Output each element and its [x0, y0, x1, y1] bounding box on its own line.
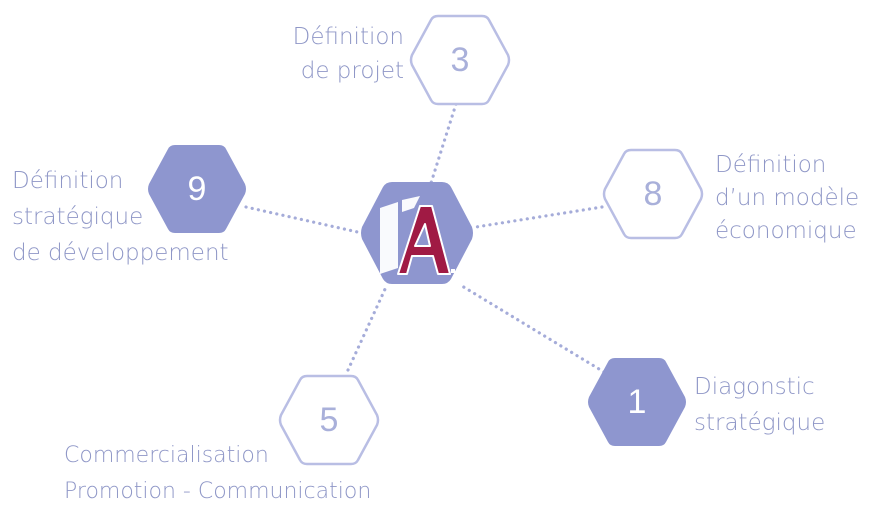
node-1-label-line-1: Diagonstic: [694, 374, 815, 400]
node-8-hexagon: 8: [600, 146, 706, 242]
node-1-label-line-2: stratégique: [694, 410, 826, 436]
node-3-label: Définition de projet: [293, 20, 404, 88]
a-logo-icon: [361, 182, 473, 284]
connector-9: [244, 205, 364, 235]
hexagon-filled-icon: [588, 358, 686, 446]
node-1-label: Diagonstic stratégique: [694, 369, 825, 441]
node-5-label-line-1: Commercialisation: [64, 443, 269, 468]
node-5-label: Commercialisation Promotion - Communicat…: [64, 438, 371, 506]
center-logo: [358, 178, 476, 288]
connector-8: [474, 205, 604, 229]
node-5-number: 5: [319, 401, 339, 439]
node-9-label: Définition stratégique de développement: [12, 163, 229, 271]
node-8-number: 8: [643, 175, 663, 213]
hexagon-outline-icon: [602, 148, 704, 240]
node-3-number: 3: [450, 41, 470, 79]
node-3-hexagon: 3: [407, 12, 513, 108]
node-9-label-line-3: de développement: [12, 240, 229, 266]
node-5-label-line-2: Promotion - Communication: [64, 479, 372, 504]
node-5-hexagon: 5: [276, 372, 382, 468]
node-8-label-line-3: économique: [715, 218, 857, 244]
node-8-label: Définition d’un modèle économique: [715, 149, 859, 248]
node-1-hexagon: 1: [584, 354, 690, 450]
node-9-label-line-2: stratégique: [12, 204, 144, 230]
node-8-label-line-2: d’un modèle: [715, 185, 860, 211]
connector-3: [429, 102, 458, 185]
connector-5: [346, 285, 388, 372]
node-3-label-line-2: de projet: [300, 58, 404, 84]
hexagon-outline-icon: [278, 374, 380, 466]
node-9-hexagon: 9: [144, 141, 250, 237]
node-9-label-line-1: Définition: [12, 168, 124, 194]
hexagon-outline-icon: [409, 14, 511, 106]
node-8-label-line-1: Définition: [715, 152, 827, 178]
node-9-number: 9: [187, 170, 207, 208]
hexagon-filled-icon: [148, 145, 246, 233]
node-1-number: 1: [627, 383, 647, 421]
connector-1: [460, 284, 606, 374]
node-3-label-line-1: Définition: [292, 24, 404, 50]
